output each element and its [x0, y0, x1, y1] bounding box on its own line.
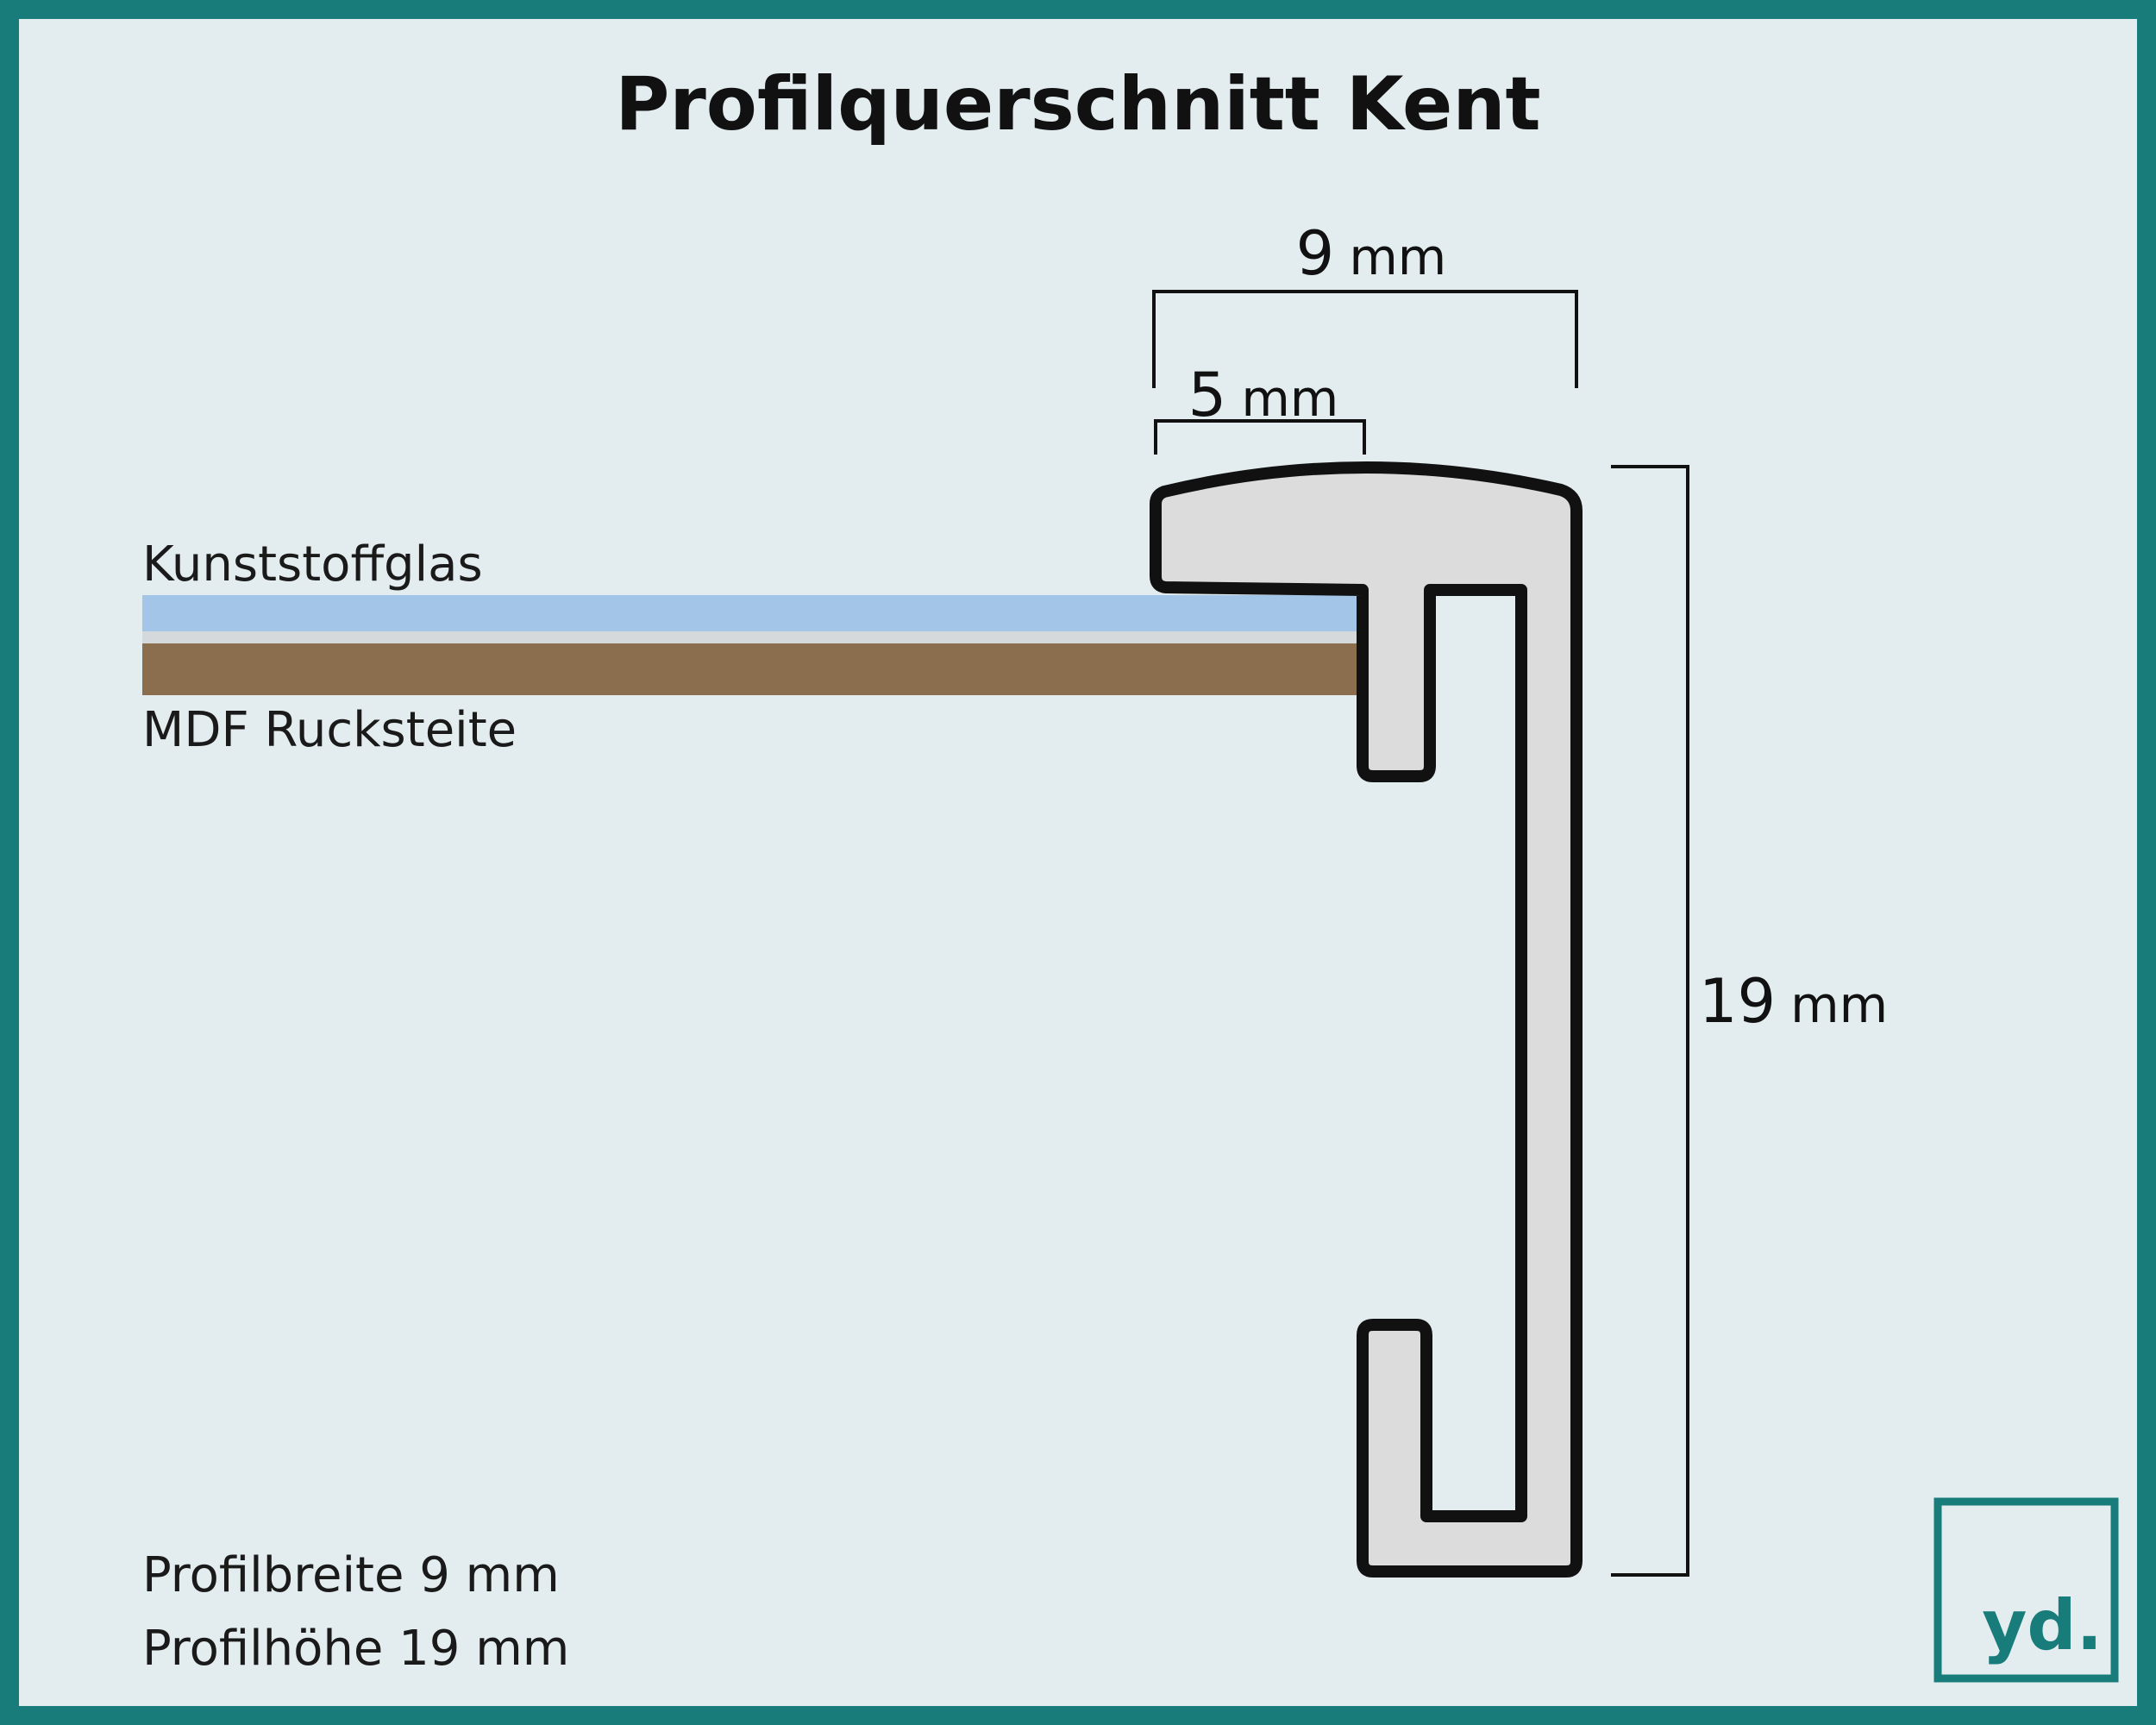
logo-border — [1934, 1497, 2119, 1683]
glass-layer — [142, 595, 1357, 631]
inner-width-dimension-label: 5 mm — [1188, 360, 1339, 430]
inner-width-dimension-bracket — [1154, 419, 1366, 455]
glass-gap — [142, 631, 1357, 643]
frame-profile-shape — [1150, 461, 1583, 1578]
height-dimension-label: 19 mm — [1699, 966, 1888, 1037]
logo-text: yd. — [1982, 1585, 2103, 1665]
backing-label: MDF Rucksteite — [142, 702, 517, 758]
yd-logo: yd. — [1934, 1497, 2119, 1683]
diagram-title: Profilquerschnitt Kent — [615, 61, 1540, 147]
mdf-backing-layer — [142, 643, 1357, 695]
glass-label: Kunststoffglas — [142, 536, 483, 593]
width-dimension-label: 9 mm — [1296, 218, 1447, 289]
profile-height-spec: Profilhöhe 19 mm — [142, 1621, 569, 1677]
width-dimension-bracket — [1152, 290, 1578, 388]
profile-width-spec: Profilbreite 9 mm — [142, 1547, 560, 1603]
height-dimension-bracket — [1611, 465, 1689, 1577]
